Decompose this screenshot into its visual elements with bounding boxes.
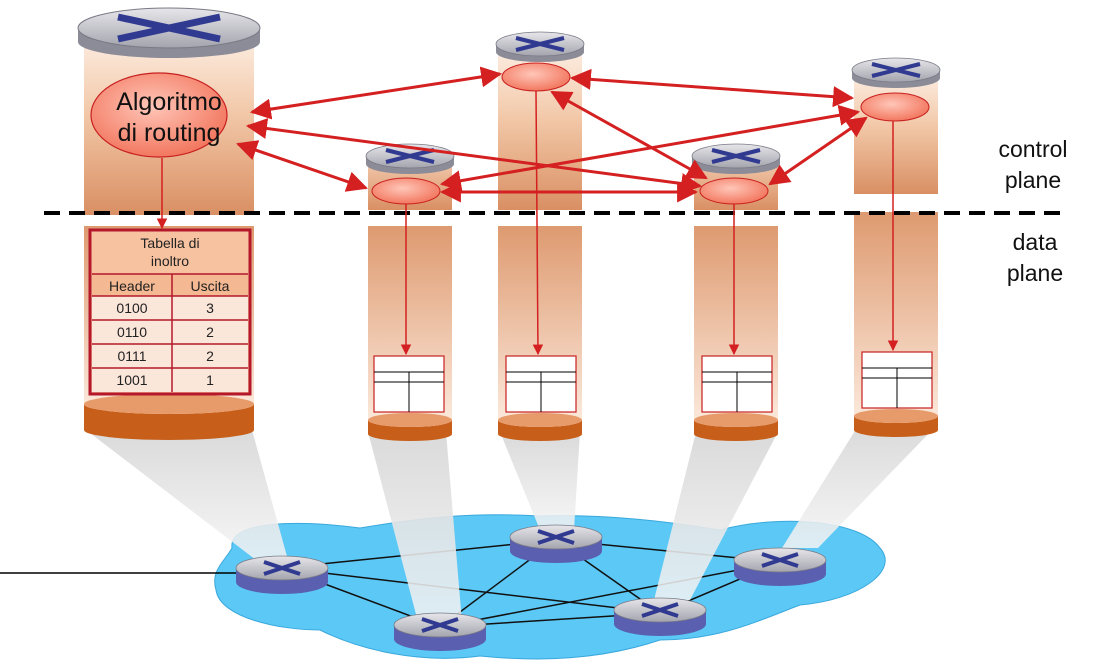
flow-table-4 [701,355,773,413]
data-plane-label-line2: plane [1007,260,1063,286]
table-row-3-output: 1 [206,372,214,388]
router-cross-icon [761,552,799,568]
control-agent-3 [501,62,571,92]
forwarding-table-title-line2: inoltro [151,253,189,269]
projection-beams [86,426,936,622]
table-row-2-output: 2 [206,348,214,364]
network-router-bottom-middle [613,597,707,636]
router-cross-icon [421,617,459,633]
control-plane-label-line2: plane [1005,167,1061,193]
table-row-0-header: 0100 [116,300,147,316]
routing-algorithm-line1: Algoritmo [116,88,222,116]
control-agent-5 [860,92,930,122]
control-agent-4 [699,177,769,205]
router-cross-icon [263,560,301,576]
data-plane-label-line1: data [1013,229,1058,255]
forwarding-table-title-line1: Tabella di [140,235,199,251]
router-cross-icon [515,36,565,52]
routing-algorithm-line2: di routing [118,119,221,147]
network-router-right [733,547,827,586]
forwarding-table-header-header: Header [109,278,155,294]
router-cross-icon [871,62,921,78]
table-row-0-output: 3 [206,300,214,316]
router-cross-icon [641,602,679,618]
forwarding-table: Tabella di inoltro Header Uscita 0100 3 … [88,228,252,396]
table-row-1-header: 0110 [117,324,147,340]
control-plane-label-line1: control [998,136,1067,162]
routing-algorithm-oval [90,72,228,158]
network-router-left [235,555,329,594]
flow-table-2 [373,355,445,413]
table-row-1-output: 2 [206,324,214,340]
control-message-arrows [236,66,868,203]
network-cloud [214,514,886,660]
table-row-2-header: 0111 [117,348,146,364]
router-cross-icon [537,529,575,545]
network-router-bottom-left [393,612,487,651]
forwarding-table-header-output: Uscita [191,278,230,294]
router-cross-icon [117,13,221,43]
flow-table-3 [505,355,577,413]
flow-table-5 [861,351,933,409]
control-agent-2 [371,177,441,205]
table-install-arrows [156,90,899,356]
table-row-3-header: 1001 [116,372,147,388]
network-router-top [509,524,603,563]
